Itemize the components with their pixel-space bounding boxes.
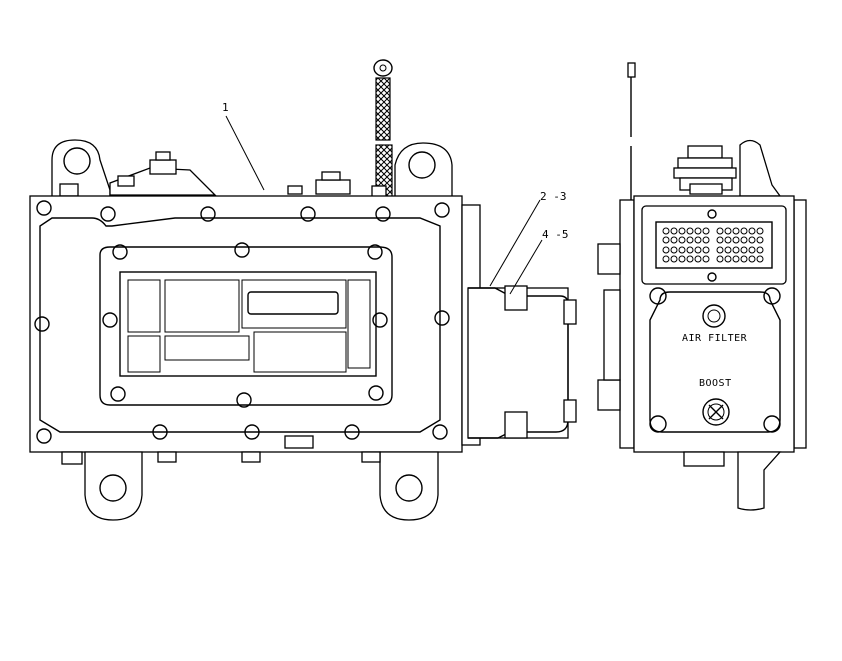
mounting-ear-top-right bbox=[394, 142, 453, 201]
connector-stack bbox=[673, 139, 782, 197]
ecm-front-view: 1 2 -3 4 -5 bbox=[29, 59, 577, 521]
perimeter-bolts bbox=[34, 200, 450, 444]
boost-port-icon bbox=[702, 398, 730, 426]
callout-4-5: 4 -5 bbox=[542, 228, 569, 241]
ecm-side-view: AIR FILTER BOOST bbox=[597, 62, 807, 511]
callout-1: 1 bbox=[222, 101, 229, 114]
multi-pin-connector-icon bbox=[641, 205, 787, 285]
air-filter-port-icon bbox=[702, 304, 726, 328]
callout-2-3: 2 -3 bbox=[540, 190, 567, 203]
leader-line-1 bbox=[225, 115, 265, 191]
mounting-ear-bottom-left bbox=[84, 451, 143, 521]
side-plate-left bbox=[619, 199, 635, 449]
side-bracket-mid bbox=[603, 289, 621, 381]
bottom-bolts bbox=[61, 451, 381, 465]
side-bracket-bottom bbox=[597, 379, 621, 411]
air-filter-label: AIR FILTER bbox=[682, 333, 748, 344]
bottom-connector bbox=[683, 451, 725, 467]
sensor-plate: AIR FILTER BOOST bbox=[649, 291, 781, 433]
boost-label: BOOST bbox=[699, 378, 732, 389]
mounting-ear-bottom-right bbox=[379, 451, 439, 521]
side-plate-right bbox=[793, 199, 807, 449]
ecm-housing bbox=[29, 195, 463, 453]
strap-tip bbox=[627, 62, 636, 78]
braided-ground-strap-icon bbox=[371, 59, 393, 204]
leader-line-4-5 bbox=[509, 239, 543, 295]
leader-line-2-3 bbox=[489, 199, 541, 287]
side-bracket-top bbox=[597, 243, 621, 275]
pressure-sensor-module bbox=[461, 204, 577, 446]
bottom-tube bbox=[737, 451, 782, 511]
